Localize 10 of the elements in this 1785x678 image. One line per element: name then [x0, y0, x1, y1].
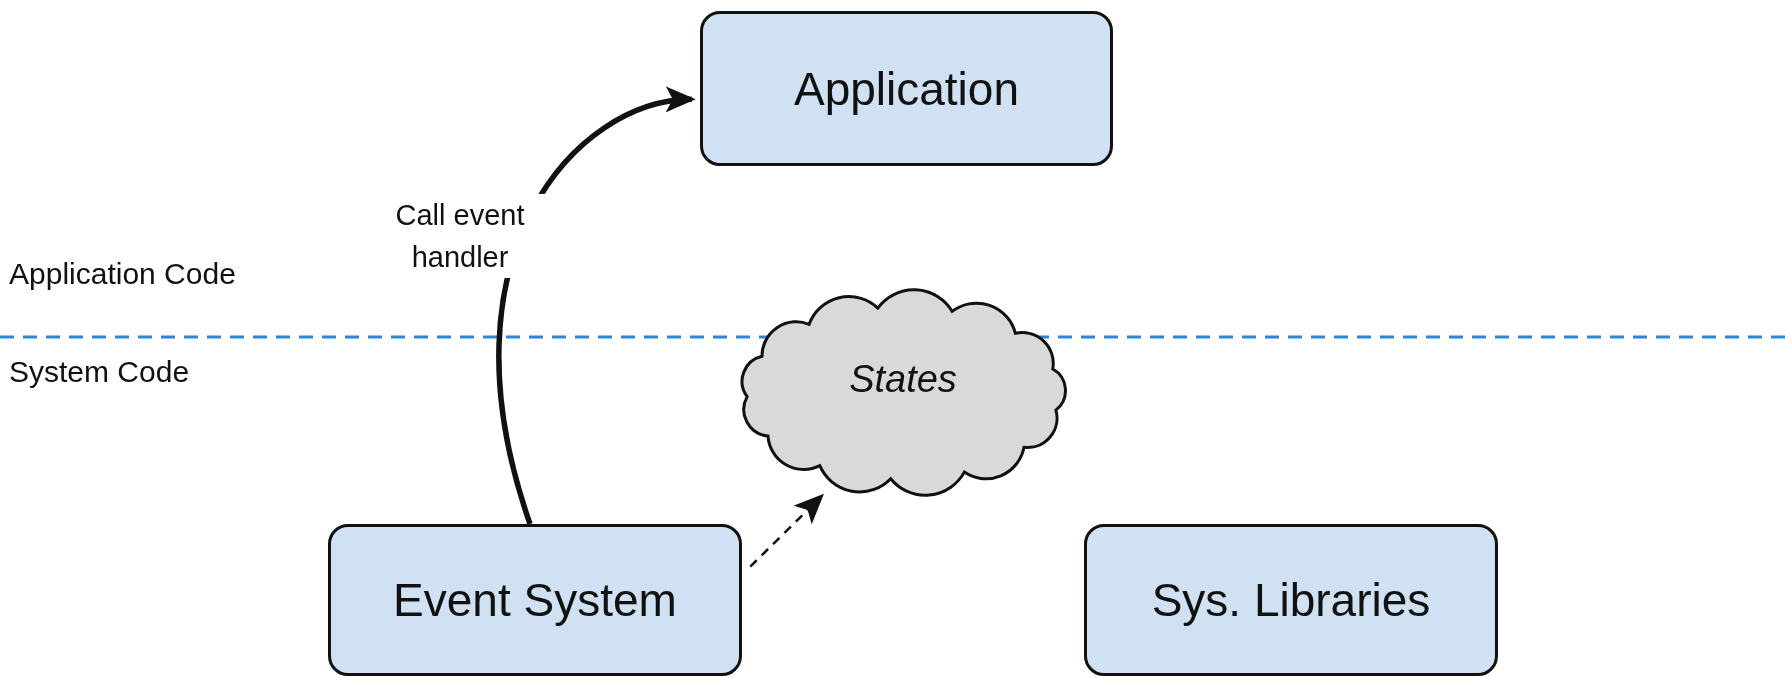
region-label: System Code [9, 355, 190, 389]
node-label: Event System [393, 573, 677, 627]
process-box [700, 11, 1113, 166]
node-label: Application [793, 61, 1019, 116]
region-label: Application Code [9, 257, 236, 291]
node-label: Sys. Libraries [1151, 573, 1431, 627]
process-box [328, 524, 742, 676]
process-box [1084, 524, 1498, 676]
node-label: States [849, 357, 957, 401]
arrow [749, 493, 824, 568]
